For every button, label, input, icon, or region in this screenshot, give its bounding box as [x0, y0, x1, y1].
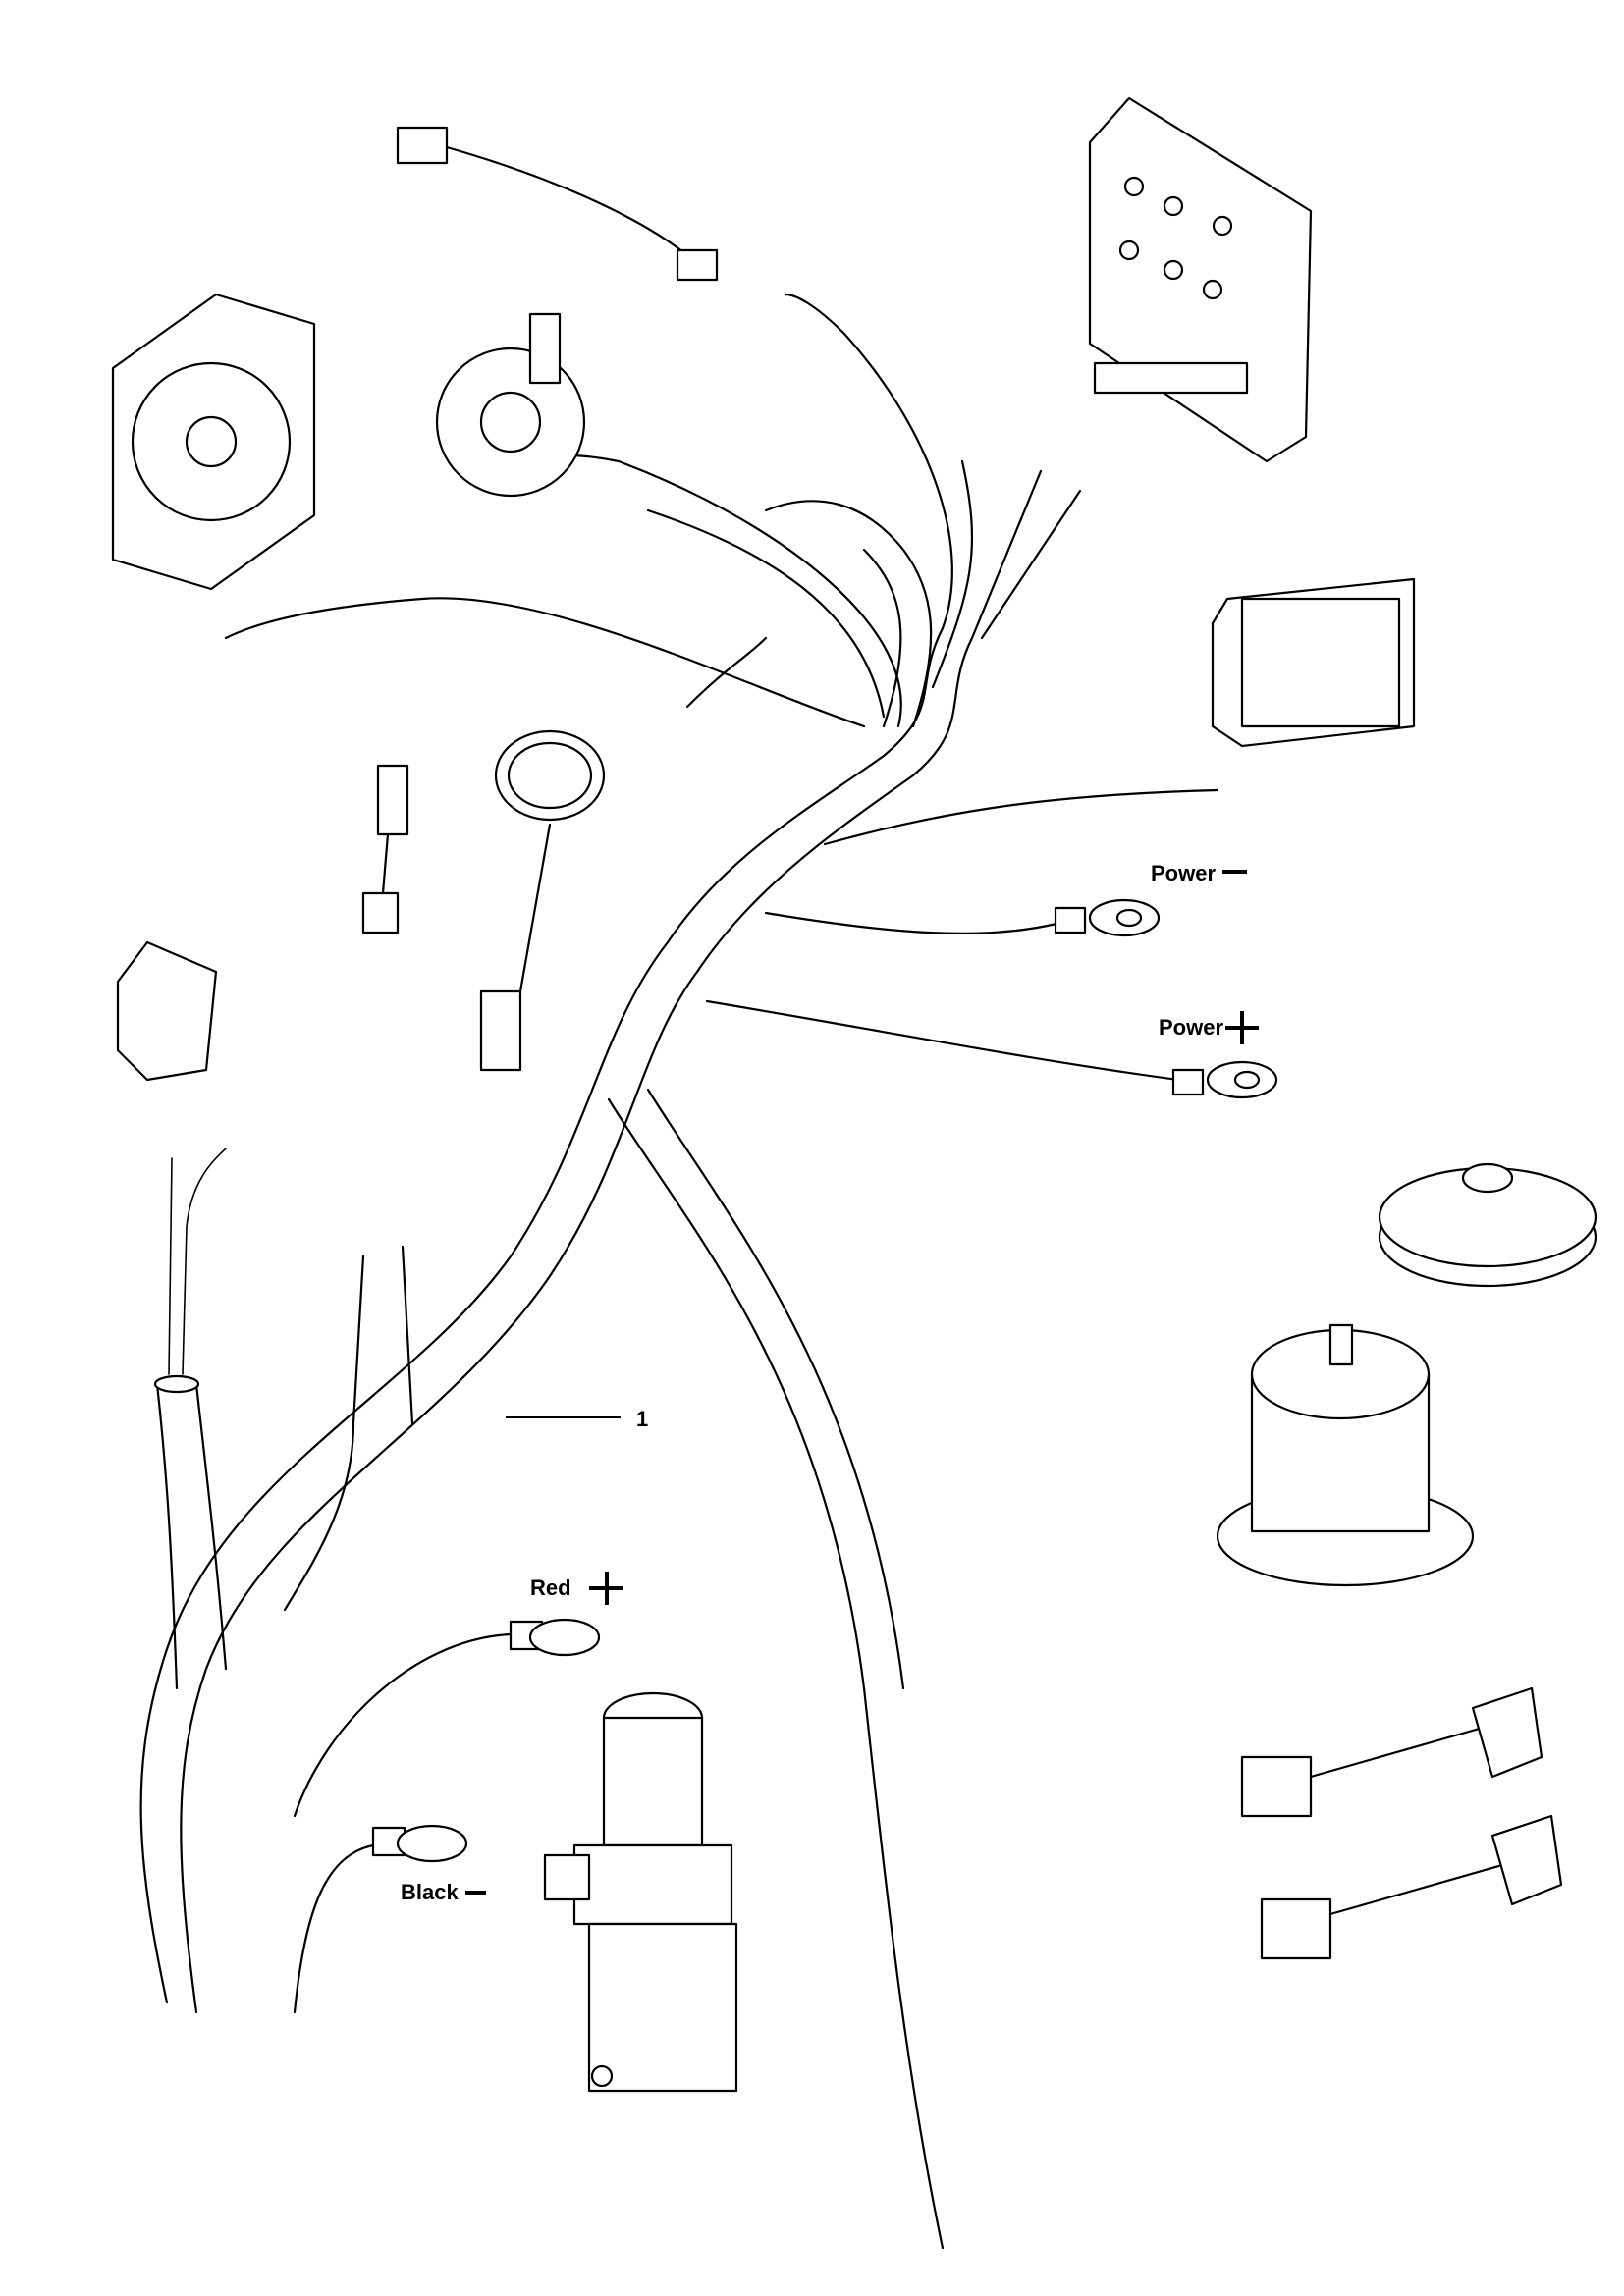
black-negative-label: Black — [401, 1880, 459, 1904]
contactor — [1211, 577, 1416, 748]
cooling-fan — [111, 293, 316, 591]
power-positive-terminal — [1171, 1060, 1278, 1099]
upper-branches — [224, 293, 1219, 1082]
battery-gauge — [479, 729, 606, 1072]
limit-switch-1 — [1240, 1686, 1543, 1818]
power-positive-label: Power — [1159, 1015, 1223, 1040]
brake — [1378, 1162, 1597, 1288]
micro-switch — [116, 940, 218, 1082]
limit-switch-2 — [1260, 1814, 1563, 1960]
horn — [435, 312, 586, 498]
controller — [1088, 96, 1313, 463]
red-positive-terminal — [293, 1618, 601, 1818]
red-positive-label: Red — [530, 1575, 571, 1600]
callout-number: 1 — [636, 1407, 648, 1431]
main-harness — [139, 626, 974, 2250]
inline-connector-top — [396, 126, 719, 282]
key-switch — [361, 764, 409, 934]
power-negative-label: Power — [1151, 861, 1216, 885]
power-negative-terminal — [1054, 898, 1161, 937]
drive-motor — [1216, 1323, 1475, 1587]
pump-unit — [543, 1691, 738, 2093]
black-negative-terminal — [293, 1824, 468, 2014]
